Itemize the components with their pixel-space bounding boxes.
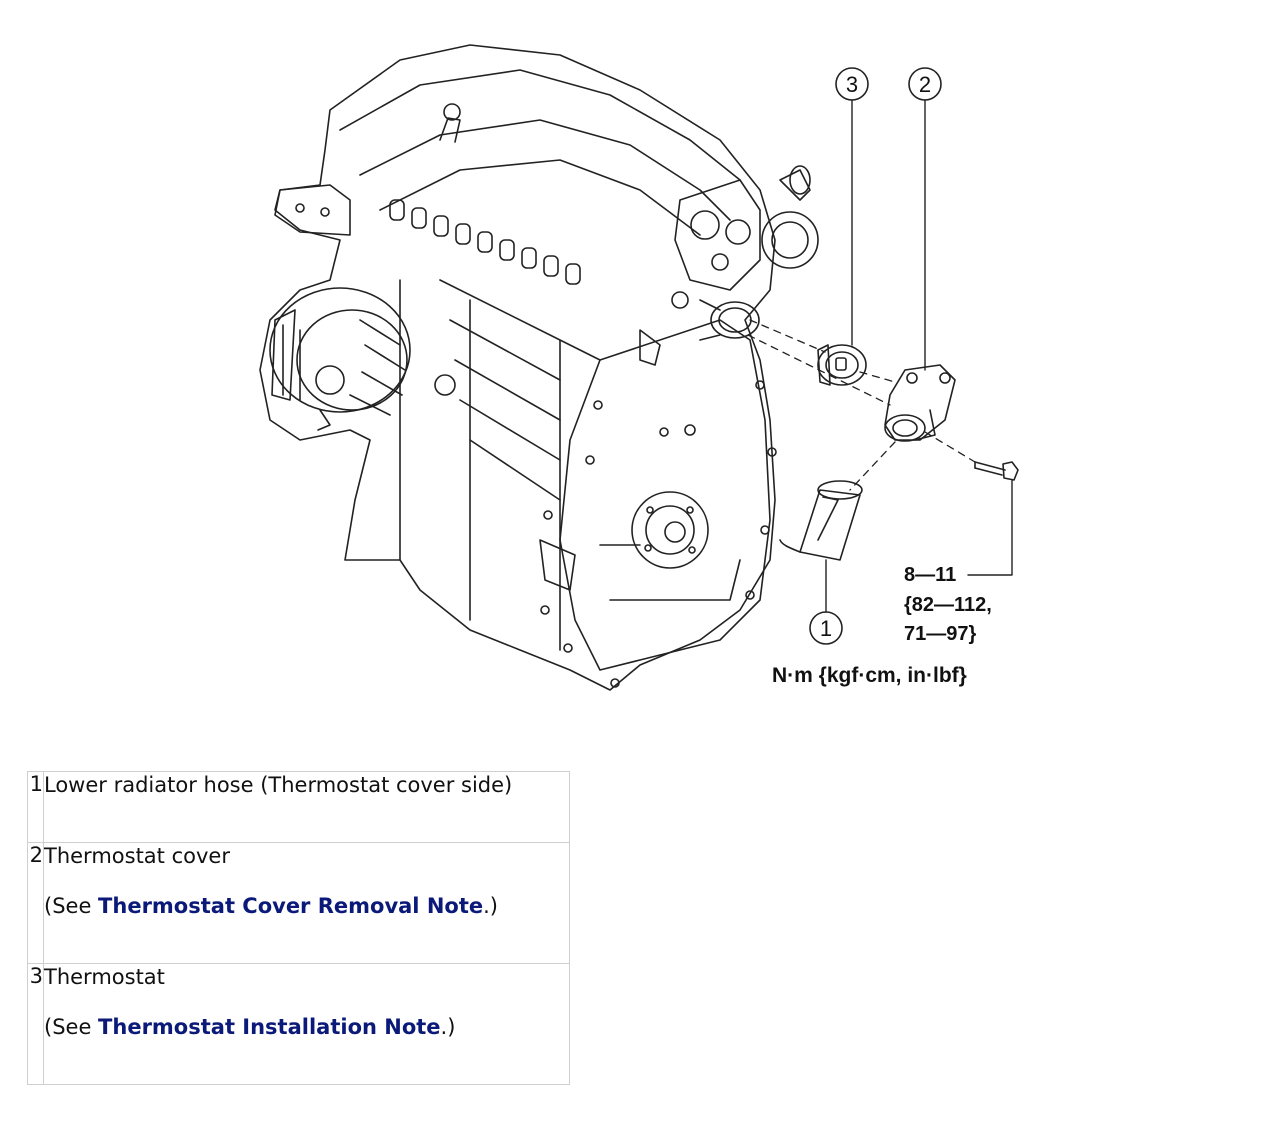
table-row: 2 Thermostat cover (See Thermostat Cover… (27, 842, 570, 964)
thermostat-illustration (817, 344, 867, 386)
note-prefix: (See (44, 894, 99, 918)
part-description: Lower radiator hose (Thermostat cover si… (43, 771, 570, 843)
callout-label-3: 3 (846, 72, 858, 97)
callout-circle-3 (835, 67, 869, 101)
table-row: 3 Thermostat (See Thermostat Installatio… (27, 963, 570, 1085)
callout-label-2: 2 (919, 72, 931, 97)
torque-spec-line-3: 71—97} (904, 623, 976, 645)
part-description: Thermostat cover (See Thermostat Cover R… (43, 842, 570, 964)
torque-spec-line-2: {82—112, (904, 594, 992, 616)
engine-block-illustration (259, 44, 819, 691)
torque-units: N·m {kgf·cm, in·lbf} (772, 664, 967, 687)
part-title: Thermostat (44, 965, 165, 989)
part-number: 3 (27, 963, 44, 1085)
bolt-illustration (974, 461, 1019, 481)
note-suffix: .) (483, 894, 498, 918)
note-suffix: .) (440, 1015, 456, 1039)
table-row: 1 Lower radiator hose (Thermostat cover … (27, 771, 570, 843)
note-prefix: (See (44, 1015, 99, 1039)
part-description: Thermostat (See Thermostat Installation … (43, 963, 570, 1085)
radiator-hose-illustration (779, 480, 863, 561)
thermostat-installation-note-link[interactable]: Thermostat Installation Note (98, 1015, 441, 1039)
part-title: Lower radiator hose (Thermostat cover si… (44, 773, 513, 797)
thermostat-cover-removal-note-link[interactable]: Thermostat Cover Removal Note (98, 894, 484, 918)
callout-circle-1 (809, 611, 843, 645)
thermostat-cover-illustration (884, 364, 956, 442)
part-number: 1 (27, 771, 44, 843)
part-note: (See Thermostat Installation Note.) (44, 1014, 569, 1040)
torque-spec-line-1: 8—11 (904, 564, 956, 586)
part-number: 2 (27, 842, 44, 964)
callout-circle-2 (908, 67, 942, 101)
part-note: (See Thermostat Cover Removal Note.) (44, 893, 569, 919)
parts-table: 1 Lower radiator hose (Thermostat cover … (27, 771, 570, 1085)
callout-label-1: 1 (820, 616, 832, 641)
exploded-view-diagram: 3 2 1 8—11 {82—112, 71—97} N·m {kgf·cm, … (259, 44, 1019, 691)
part-title: Thermostat cover (44, 844, 230, 868)
